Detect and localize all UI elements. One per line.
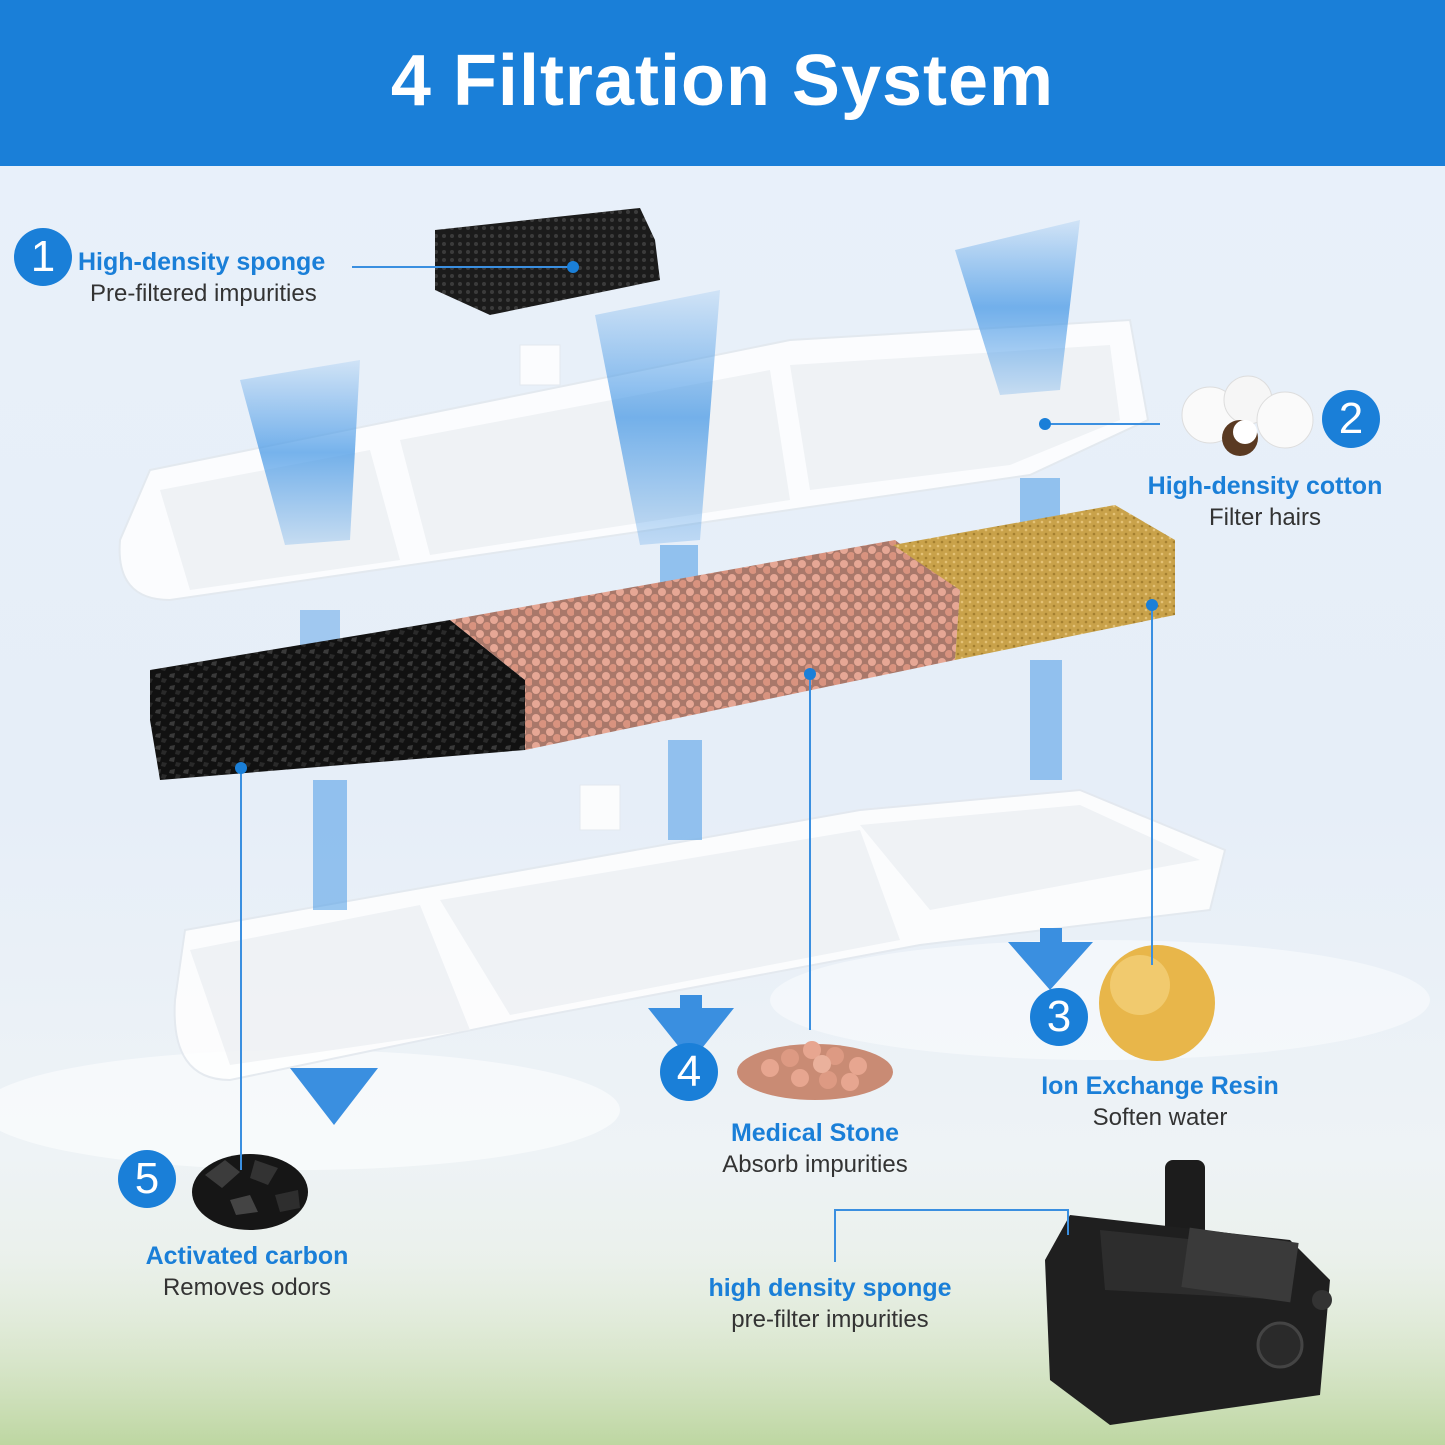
label-medical-stone: Medical Stone Absorb impurities <box>675 1117 955 1181</box>
filter-name: high density sponge <box>708 1274 952 1302</box>
filter-description: Pre-filtered impurities <box>90 280 317 307</box>
activated-carbon-layer <box>150 620 525 780</box>
water-flow-beams <box>240 220 1080 910</box>
page-title: 4 Filtration System <box>390 41 1055 121</box>
cotton-ball-image <box>1181 375 1314 456</box>
filter-name: Activated carbon <box>145 1242 349 1270</box>
title-banner: 4 Filtration System <box>0 0 1445 166</box>
filter-description: Absorb impurities <box>722 1151 908 1178</box>
medical-stone-layer <box>450 540 960 750</box>
label-ion-exchange-resin: Ion Exchange Resin Soften water <box>1020 1070 1300 1134</box>
medical-stone-pile-image <box>737 1041 893 1100</box>
label-pump-sponge: high density sponge pre-filter impuritie… <box>690 1272 970 1336</box>
label-high-density-cotton: High-density cotton Filter hairs <box>1125 470 1405 534</box>
filter-description: Removes odors <box>162 1274 332 1301</box>
badge-2: 2 <box>1322 390 1380 448</box>
down-arrow-icon <box>1008 942 1093 990</box>
cotton-layer <box>893 505 1175 660</box>
sponge-image <box>435 208 660 315</box>
badge-5: 5 <box>118 1150 176 1208</box>
water-pump-image <box>1045 1160 1332 1425</box>
badge-1: 1 <box>14 228 72 286</box>
badge-4: 4 <box>660 1043 718 1101</box>
down-arrow-icon <box>290 1068 378 1125</box>
filter-name: High-density sponge <box>78 248 326 276</box>
leader-lines <box>240 266 1160 1262</box>
down-arrow-icon <box>648 1008 734 1062</box>
filter-name: Ion Exchange Resin <box>1041 1072 1279 1100</box>
activated-carbon-pile-image <box>192 1154 308 1230</box>
lower-filter-tray <box>173 784 1227 1082</box>
leader-dots <box>235 261 1158 774</box>
filter-description: Filter hairs <box>1208 504 1322 531</box>
filter-description: pre-filter impurities <box>731 1306 929 1333</box>
filter-name: High-density cotton <box>1147 472 1383 500</box>
cloud-shape <box>0 1050 620 1170</box>
label-activated-carbon: Activated carbon Removes odors <box>107 1240 387 1304</box>
filter-description: Soften water <box>1092 1104 1228 1131</box>
badge-3: 3 <box>1030 988 1088 1046</box>
filter-name: Medical Stone <box>730 1119 900 1147</box>
label-high-density-sponge: High-density sponge Pre-filtered impurit… <box>78 246 325 310</box>
